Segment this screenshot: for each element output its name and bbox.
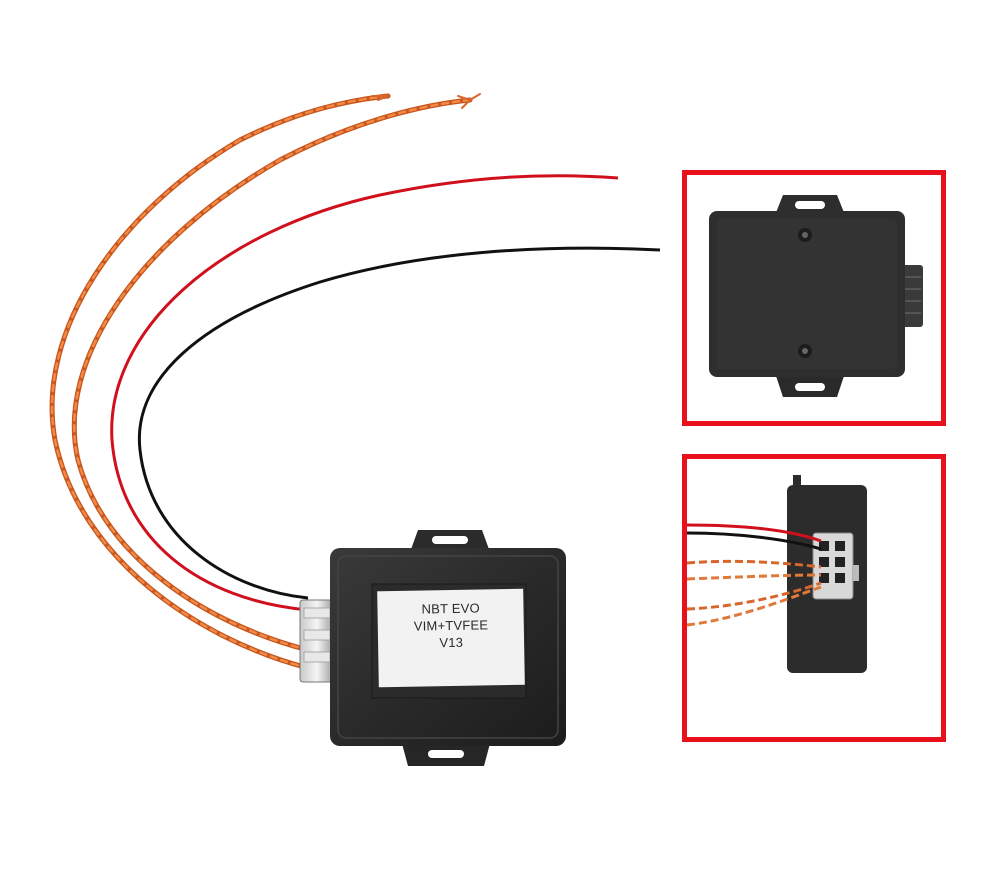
module-top-mount-tab <box>410 530 490 552</box>
inset-back-view <box>682 170 946 426</box>
wire-connector <box>299 599 335 683</box>
orange-twisted-wire-middle <box>71 93 481 653</box>
module-label-sticker <box>377 588 525 688</box>
inset-connector-view <box>682 454 946 742</box>
label-line-3: V13 <box>439 634 464 651</box>
black-ground-wire <box>137 246 661 600</box>
module-body <box>330 548 566 746</box>
connector-side-illustration <box>687 475 867 673</box>
red-power-wire <box>110 174 619 612</box>
orange-twisted-wire-outer <box>49 93 391 671</box>
module-label-text: NBT EVO VIM+TVFEE V13 <box>378 599 525 653</box>
module-back-illustration <box>709 195 923 397</box>
